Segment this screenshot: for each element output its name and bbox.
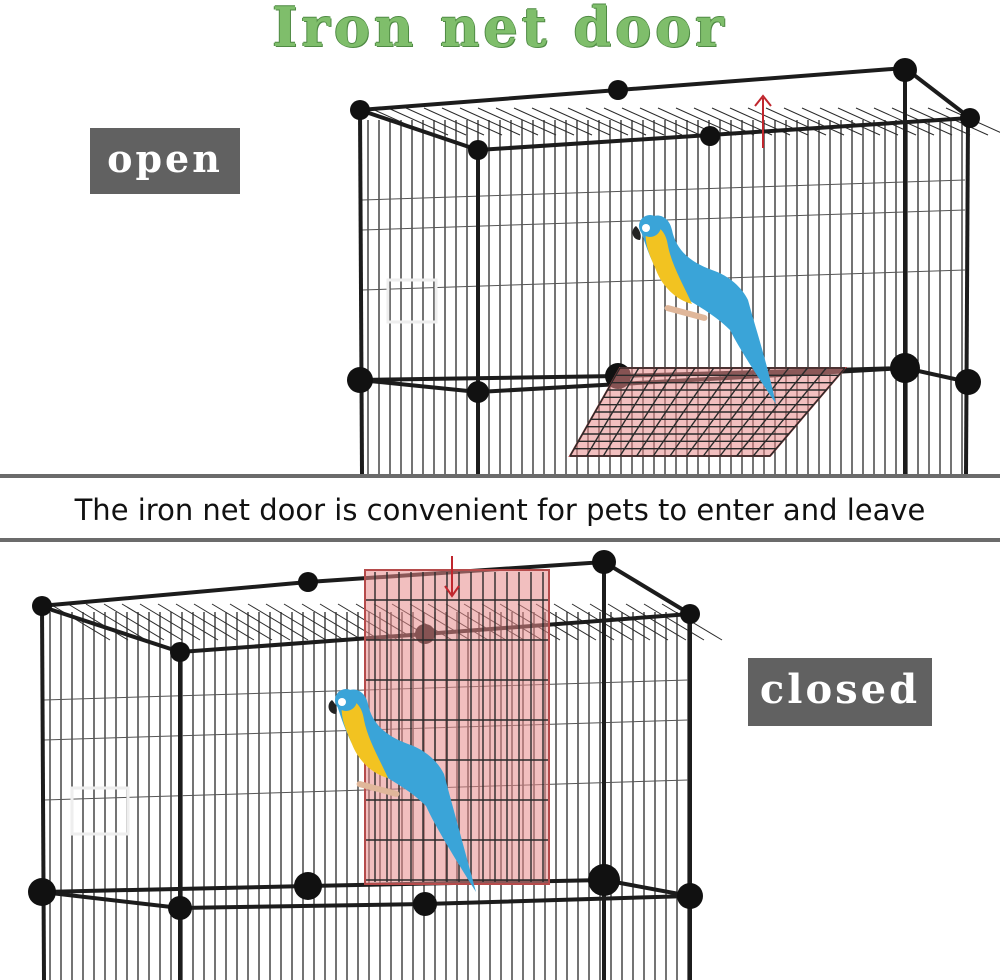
page-title: Iron net door	[272, 0, 728, 59]
closed-label: closed	[748, 658, 932, 726]
parrot-image	[632, 215, 776, 404]
cage-connectors	[28, 550, 703, 920]
open-door-panel	[568, 367, 848, 457]
caption-text: The iron net door is convenient for pets…	[74, 493, 926, 527]
cage-door-latch	[70, 786, 130, 836]
parrot-image	[328, 689, 476, 892]
cage-door-latch	[386, 278, 438, 324]
open-label: open	[90, 128, 240, 194]
red-arrow-icon	[444, 556, 460, 598]
cage-open-image	[347, 58, 1000, 474]
caption-band: The iron net door is convenient for pets…	[0, 474, 1000, 542]
red-arrow-icon	[754, 94, 772, 148]
